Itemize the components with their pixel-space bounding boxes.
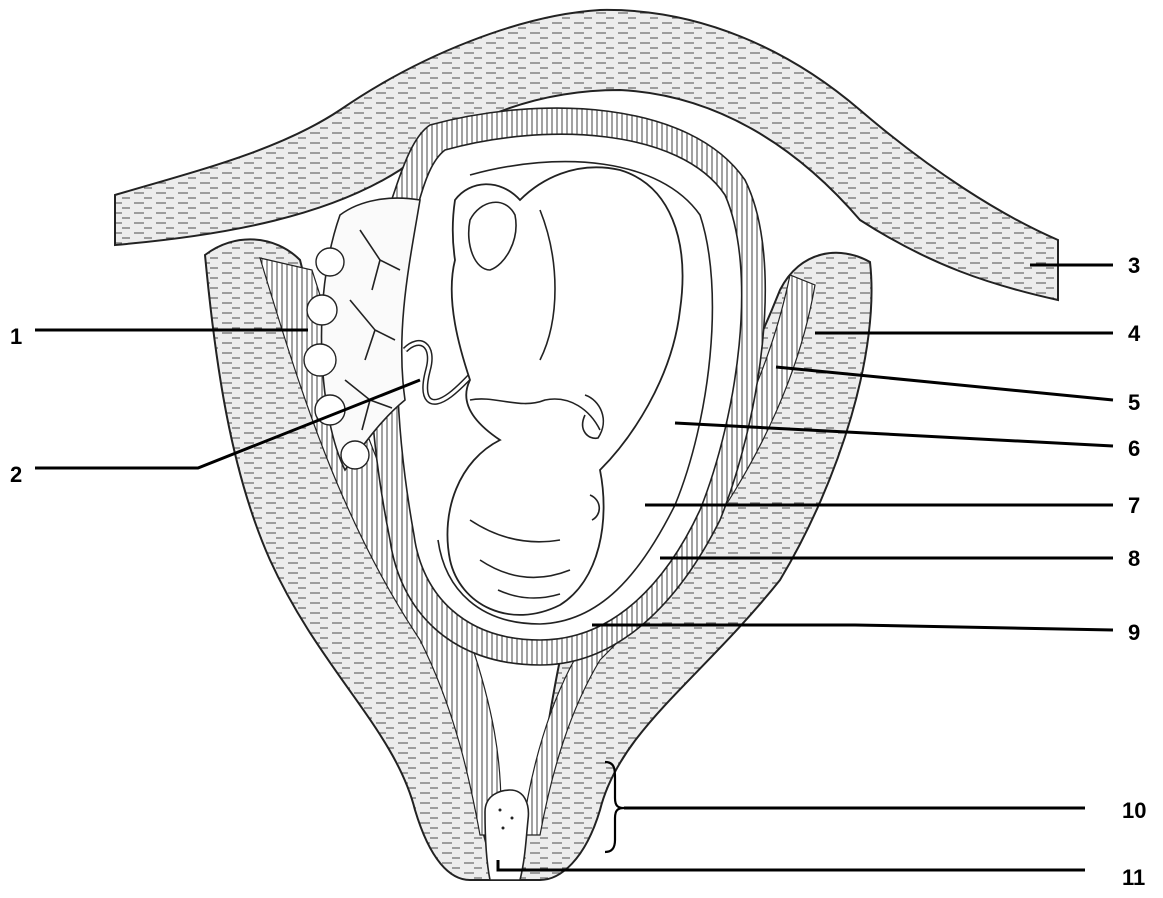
label-4: 4 [1128,321,1141,346]
leader-11 [498,860,1085,870]
label-3: 3 [1128,253,1140,278]
label-8: 8 [1128,546,1140,571]
label-9: 9 [1128,620,1140,645]
label-5: 5 [1128,390,1140,415]
label-11: 11 [1122,865,1145,890]
label-10: 10 [1122,798,1146,823]
label-1: 1 [10,324,22,349]
cervical-plug [485,790,528,880]
label-6: 6 [1128,436,1140,461]
label-7: 7 [1128,493,1140,518]
label-2: 2 [10,462,22,487]
